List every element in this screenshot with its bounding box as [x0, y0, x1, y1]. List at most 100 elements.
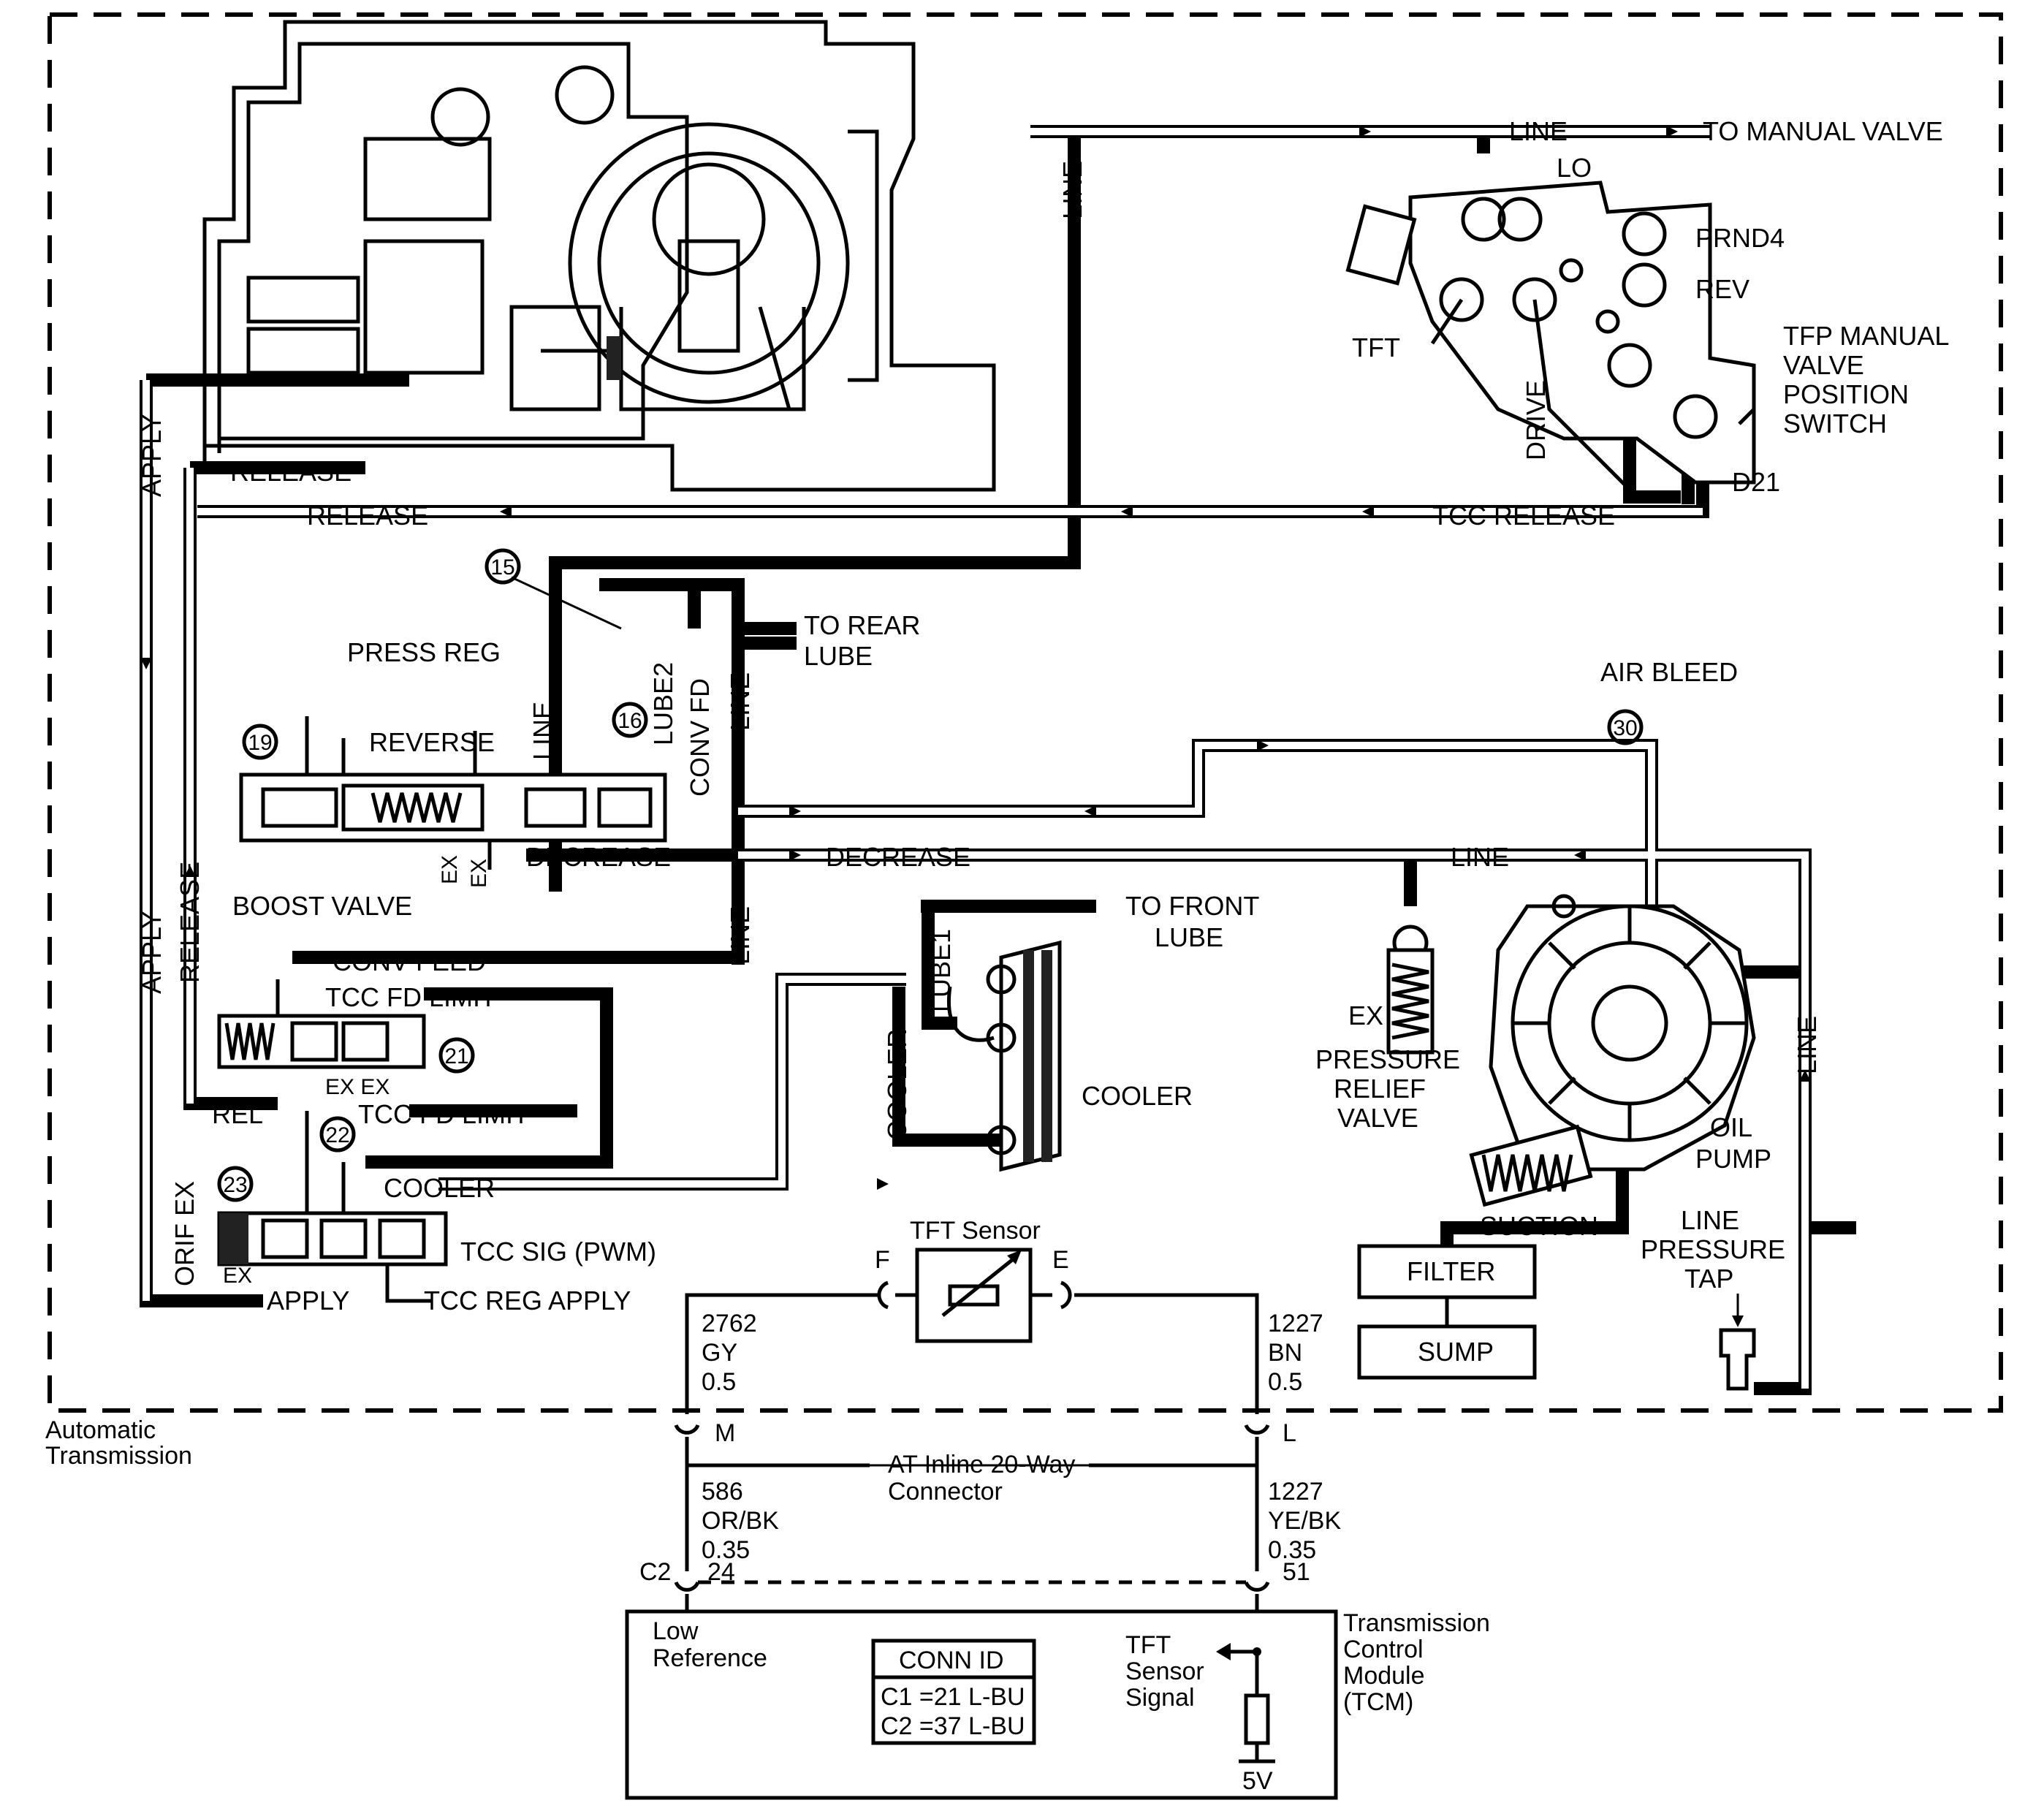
- tcm-label-3: Module: [1343, 1662, 1425, 1690]
- to-rear-lube-label-2: LUBE: [804, 641, 873, 671]
- electrical-labels: TFT Sensor F E 2762 GY 0.5 1227 BN 0.5 M…: [45, 1217, 1490, 1795]
- wire-right-circuit: 1227: [1268, 1310, 1323, 1337]
- oil-pump: [1469, 894, 1756, 1207]
- checkball-30: 30: [1613, 716, 1637, 740]
- sump-label: SUMP: [1418, 1337, 1494, 1367]
- five-v-label: 5V: [1242, 1767, 1273, 1795]
- conn-id-row-2: C2 =37 L-BU: [881, 1712, 1025, 1740]
- pressure-relief-label-3: VALVE: [1337, 1103, 1418, 1133]
- cooler-label: COOLER: [1082, 1081, 1193, 1111]
- tcc-fd-limit-label-2: TCC FD LIMIT: [358, 1099, 529, 1129]
- oil-pump-label-2: PUMP: [1695, 1144, 1771, 1174]
- rel-label: REL: [212, 1099, 263, 1129]
- release-label: RELEASE: [307, 501, 428, 531]
- decrease-label-2: DECREASE: [826, 842, 970, 872]
- lube2-label: LUBE2: [648, 662, 678, 745]
- wire-right2-gauge: 0.35: [1268, 1536, 1316, 1564]
- to-front-lube-label-2: LUBE: [1155, 922, 1223, 952]
- tfp-switch-label-1: TFP MANUAL: [1783, 321, 1949, 351]
- checkball-16: 16: [618, 709, 642, 733]
- apply-label-top: APPLY: [137, 414, 167, 497]
- wire-left2-circuit: 586: [702, 1478, 743, 1506]
- pin-m-label: M: [715, 1419, 735, 1447]
- pin-l-label: L: [1283, 1419, 1296, 1447]
- tft-sensor-signal-label-2: Sensor: [1125, 1658, 1204, 1685]
- wire-left2-color: OR/BK: [702, 1507, 779, 1535]
- wire-left-color: GY: [702, 1339, 737, 1367]
- pin-51-label: 51: [1283, 1558, 1310, 1586]
- line-pressure-tap-label-3: TAP: [1684, 1264, 1733, 1294]
- conv-fd-label: CONV FD: [685, 678, 715, 797]
- pin-e-label: E: [1052, 1246, 1069, 1274]
- cooler-label-tcc: COOLER: [384, 1173, 495, 1203]
- reverse-label: REVERSE: [369, 727, 495, 757]
- connector-label-1: AT Inline 20-Way: [888, 1451, 1075, 1478]
- flow-arrows: [140, 126, 1811, 1190]
- to-manual-valve-label: TO MANUAL VALVE: [1703, 116, 1943, 146]
- automatic-transmission-label-2: Transmission: [45, 1442, 192, 1470]
- ex-label-3: EX: [223, 1264, 252, 1288]
- decrease-label-1: DECREASE: [526, 842, 671, 872]
- line-pressure-tap-label-1: LINE: [1681, 1205, 1739, 1235]
- automatic-transmission-label-1: Automatic: [45, 1416, 156, 1444]
- prnd4-label: PRND4: [1695, 223, 1785, 253]
- checkball-19: 19: [248, 731, 272, 755]
- automatic-transmission-boundary: [48, 12, 2003, 1413]
- sump-box: [1357, 1324, 1537, 1380]
- tft-sensor-signal-label-3: Signal: [1125, 1684, 1195, 1712]
- checkball-15: 15: [490, 555, 514, 580]
- electrical-circuit: [625, 1248, 1338, 1800]
- filter-box: [1357, 1244, 1537, 1299]
- wire-right-gauge: 0.5: [1268, 1368, 1302, 1396]
- checkball-23: 23: [223, 1173, 247, 1197]
- checkball-22: 22: [325, 1123, 349, 1147]
- torque-converter-housing: [202, 20, 996, 492]
- conv-feed-label: CONV FEED: [333, 946, 486, 976]
- pin-24-label: 24: [707, 1558, 735, 1586]
- c2-label: C2: [639, 1558, 671, 1586]
- to-front-lube-label-1: TO FRONT: [1125, 891, 1259, 921]
- conn-id-row-1: C1 =21 L-BU: [881, 1683, 1025, 1711]
- tcm-label-1: Transmission: [1343, 1609, 1490, 1637]
- orif-ex-label: ORIF EX: [170, 1181, 200, 1286]
- tcm-label-4: (TCM): [1343, 1688, 1413, 1716]
- checkball-21: 21: [444, 1044, 468, 1068]
- line-pressure-tap-label-2: PRESSURE: [1641, 1234, 1785, 1264]
- lube1-label: LUBE1: [926, 929, 956, 1012]
- apply-label-bottom: APPLY: [267, 1286, 349, 1315]
- wire-left2-gauge: 0.35: [702, 1536, 750, 1564]
- tft-label: TFT: [1352, 333, 1400, 362]
- tcc-valves: [217, 979, 448, 1303]
- drive-label: DRIVE: [1521, 380, 1551, 460]
- filter-label: FILTER: [1407, 1256, 1495, 1286]
- low-reference-label-2: Reference: [653, 1644, 767, 1672]
- cooler: [947, 940, 1062, 1172]
- tft-sensor-signal-label-1: TFT: [1125, 1631, 1171, 1659]
- pressure-relief-label-1: PRESSURE: [1315, 1044, 1460, 1074]
- checkballs: 15 16 19 21 22 23 30: [217, 548, 1644, 1202]
- ex-label-relief: EX: [1348, 1001, 1383, 1030]
- wire-left-gauge: 0.5: [702, 1368, 736, 1396]
- line-label-mid: LINE: [725, 672, 755, 731]
- ex-label-2: EX: [467, 859, 491, 888]
- wire-right2-color: YE/BK: [1268, 1507, 1341, 1535]
- air-bleed-label: AIR BLEED: [1600, 657, 1738, 687]
- line-pressure-tap: [1719, 1294, 1756, 1391]
- tcc-fd-limit-label-1: TCC FD LIMIT: [325, 982, 496, 1012]
- pin-f-label: F: [875, 1246, 890, 1274]
- tfp-manual-valve-position-switch: [1345, 181, 1756, 498]
- low-reference-label-1: Low: [653, 1617, 699, 1645]
- suction-label: SUCTION: [1480, 1211, 1598, 1241]
- apply-label-lower: APPLY: [137, 911, 167, 994]
- release-label-lower: RELEASE: [175, 862, 205, 983]
- to-rear-lube-label-1: TO REAR: [804, 610, 920, 640]
- release-label-top: RELEASE: [230, 457, 352, 487]
- tfp-switch-label-3: POSITION: [1783, 379, 1909, 409]
- tfp-switch-label-2: VALVE: [1783, 350, 1864, 380]
- connector-label-2: Connector: [888, 1478, 1003, 1506]
- boost-valve-label: BOOST VALVE: [232, 891, 412, 921]
- tcm-label-2: Control: [1343, 1636, 1424, 1663]
- wire-right-color: BN: [1268, 1339, 1302, 1367]
- pressure-relief-label-2: RELIEF: [1334, 1074, 1426, 1104]
